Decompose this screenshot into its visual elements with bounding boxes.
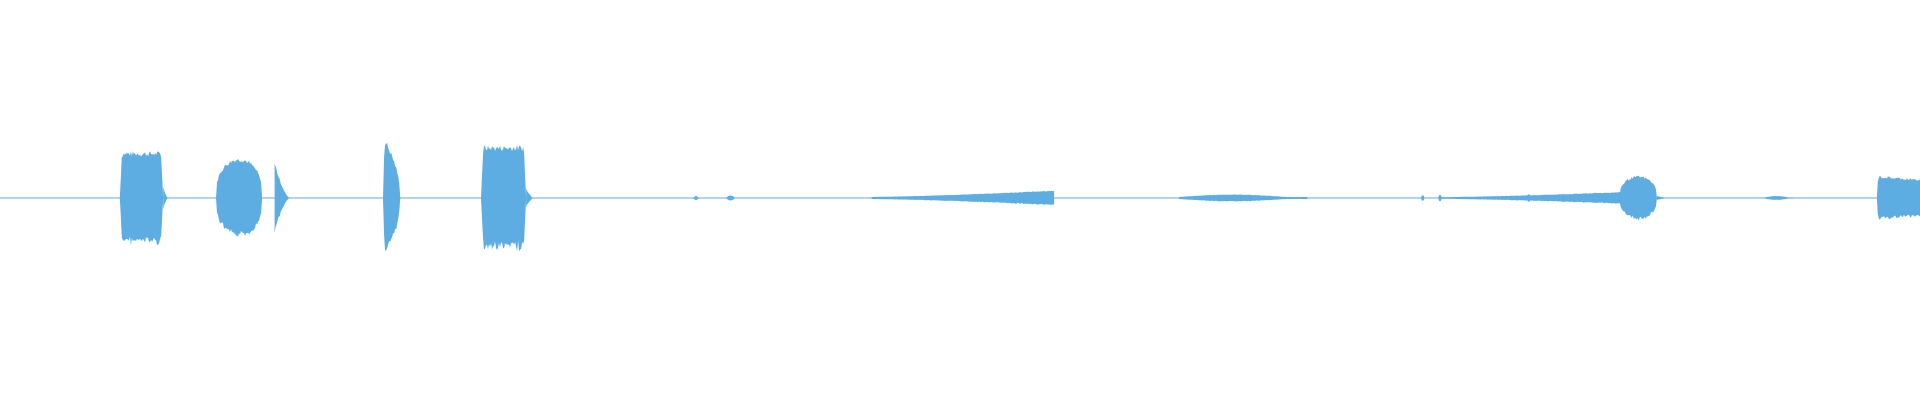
waveform-segment-2 <box>119 151 164 246</box>
waveform-segment-7 <box>481 145 527 252</box>
waveform-segment-4 <box>216 158 263 237</box>
waveform-segment-16 <box>1526 194 1532 202</box>
waveform-segment-10 <box>725 195 736 201</box>
waveform-segment-13 <box>1420 195 1425 201</box>
waveform-segment-19 <box>1764 196 1794 200</box>
waveform-segment-5 <box>274 163 290 234</box>
waveform-segment-9 <box>693 196 699 200</box>
waveform-segment-14 <box>1438 194 1442 202</box>
waveform-segment-12 <box>1178 194 1308 202</box>
waveform-segment-3 <box>163 186 168 210</box>
waveform-segment-17 <box>1619 175 1657 221</box>
waveform-segment-6 <box>383 142 401 251</box>
waveform-segment-8 <box>526 188 534 208</box>
waveform-segments <box>119 142 1920 252</box>
waveform-segment-18 <box>1657 196 1671 200</box>
waveform-segment-11 <box>871 190 1055 205</box>
waveform-segment-20 <box>1876 176 1920 220</box>
